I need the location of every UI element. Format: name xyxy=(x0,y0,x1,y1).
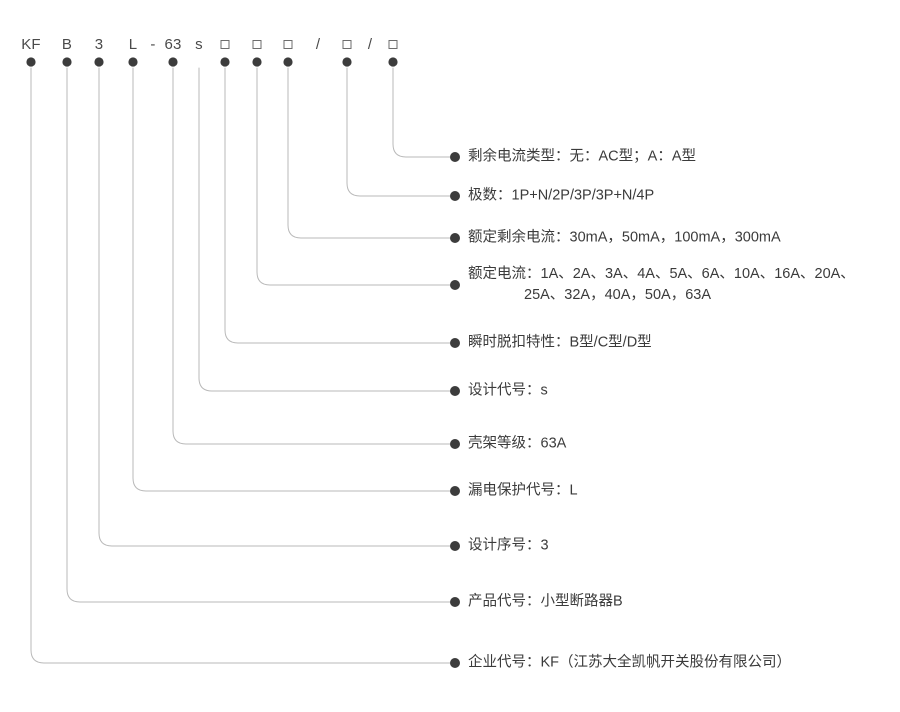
connector-design-serial-number xyxy=(98,67,450,547)
code-anchor-dot xyxy=(252,57,262,67)
callout-label-product-code: 产品代号：小型断路器B xyxy=(468,592,623,613)
connector-frame-rating xyxy=(172,67,450,445)
code-placeholder-box xyxy=(252,40,262,49)
callout-bullet-rated-residual-current xyxy=(450,233,460,243)
code-segment-12: / xyxy=(367,36,373,53)
callout-label-line1: 漏电保护代号：L xyxy=(468,482,578,499)
code-anchor-dot xyxy=(168,57,178,67)
code-anchor-dot xyxy=(342,57,352,67)
callout-bullet-earth-leakage-protection-code xyxy=(450,486,460,496)
code-placeholder-box xyxy=(342,40,352,49)
callout-label-instantaneous-trip-characteristic: 瞬时脱扣特性：B型/C型/D型 xyxy=(468,333,652,354)
connector-earth-leakage-protection-code xyxy=(132,67,450,492)
callout-bullet-frame-rating xyxy=(450,439,460,449)
callout-label-line1: 设计序号：3 xyxy=(468,537,549,554)
code-segment-0: KF xyxy=(21,36,41,53)
code-segment-1: B xyxy=(61,36,73,53)
callout-bullet-pole-number xyxy=(450,191,460,201)
callout-bullet-enterprise-code xyxy=(450,658,460,668)
connector-enterprise-code xyxy=(30,67,450,664)
callout-label-line1: 剩余电流类型：无：AC型；A：A型 xyxy=(468,148,696,165)
code-placeholder-box xyxy=(283,40,293,49)
callout-label-line1: 产品代号：小型断路器B xyxy=(468,593,623,610)
callout-label-line1: 额定剩余电流：30mA，50mA，100mA，300mA xyxy=(468,229,781,246)
callout-bullet-instantaneous-trip-characteristic xyxy=(450,338,460,348)
code-segment-2: 3 xyxy=(94,36,104,53)
callout-bullet-product-code xyxy=(450,597,460,607)
code-placeholder-box xyxy=(220,40,230,49)
callout-label-enterprise-code: 企业代号：KF（江苏大全凯帆开关股份有限公司） xyxy=(468,653,791,674)
callout-label-line1: 瞬时脱扣特性：B型/C型/D型 xyxy=(468,334,652,351)
callout-label-line1: 设计代号：s xyxy=(468,382,548,399)
code-placeholder-box xyxy=(388,40,398,49)
callout-label-residual-current-type: 剩余电流类型：无：AC型；A：A型 xyxy=(468,147,696,168)
code-anchor-dot xyxy=(128,57,138,67)
code-segment-4: - xyxy=(150,36,156,53)
code-anchor-dot xyxy=(26,57,36,67)
callout-label-line1: 极数：1P+N/2P/3P/3P+N/4P xyxy=(468,187,655,204)
connector-design-code xyxy=(198,67,450,392)
callout-label-rated-residual-current: 额定剩余电流：30mA，50mA，100mA，300mA xyxy=(468,228,781,249)
connector-rated-current xyxy=(256,67,450,286)
callout-bullet-residual-current-type xyxy=(450,152,460,162)
callout-label-earth-leakage-protection-code: 漏电保护代号：L xyxy=(468,481,578,502)
callout-label-pole-number: 极数：1P+N/2P/3P/3P+N/4P xyxy=(468,186,654,207)
code-segment-5: 63 xyxy=(164,36,182,53)
connector-pole-number xyxy=(346,67,450,197)
callout-label-design-serial-number: 设计序号：3 xyxy=(468,536,549,557)
connector-residual-current-type xyxy=(392,67,450,158)
callout-label-line1: 企业代号：KF（江苏大全凯帆开关股份有限公司） xyxy=(468,654,792,671)
connector-rated-residual-current xyxy=(287,67,450,239)
callout-label-line1: 额定电流：1A、2A、3A、4A、5A、6A、10A、16A、20A、 xyxy=(468,266,855,282)
callout-bullet-design-serial-number xyxy=(450,541,460,551)
code-segment-6: s xyxy=(195,36,203,53)
connector-instantaneous-trip-characteristic xyxy=(224,67,450,344)
callout-label-design-code: 设计代号：s xyxy=(468,381,548,402)
callout-label-line2: 25A、32A，40A，50A，63A xyxy=(524,287,711,303)
code-anchor-dot xyxy=(62,57,72,67)
code-anchor-dot xyxy=(388,57,398,67)
code-anchor-dot xyxy=(94,57,104,67)
code-anchor-dot xyxy=(220,57,230,67)
callout-label-rated-current: 额定电流：1A、2A、3A、4A、5A、6A、10A、16A、20A、 25A、3… xyxy=(468,264,855,306)
code-segment-10: / xyxy=(315,36,321,53)
connector-product-code xyxy=(66,67,450,603)
callout-label-line1: 壳架等级：63A xyxy=(468,435,567,452)
callout-label-frame-rating: 壳架等级：63A xyxy=(468,434,566,455)
callout-bullet-rated-current xyxy=(450,280,460,290)
callout-bullet-design-code xyxy=(450,386,460,396)
code-segment-3: L xyxy=(128,36,138,53)
code-anchor-dot xyxy=(283,57,293,67)
